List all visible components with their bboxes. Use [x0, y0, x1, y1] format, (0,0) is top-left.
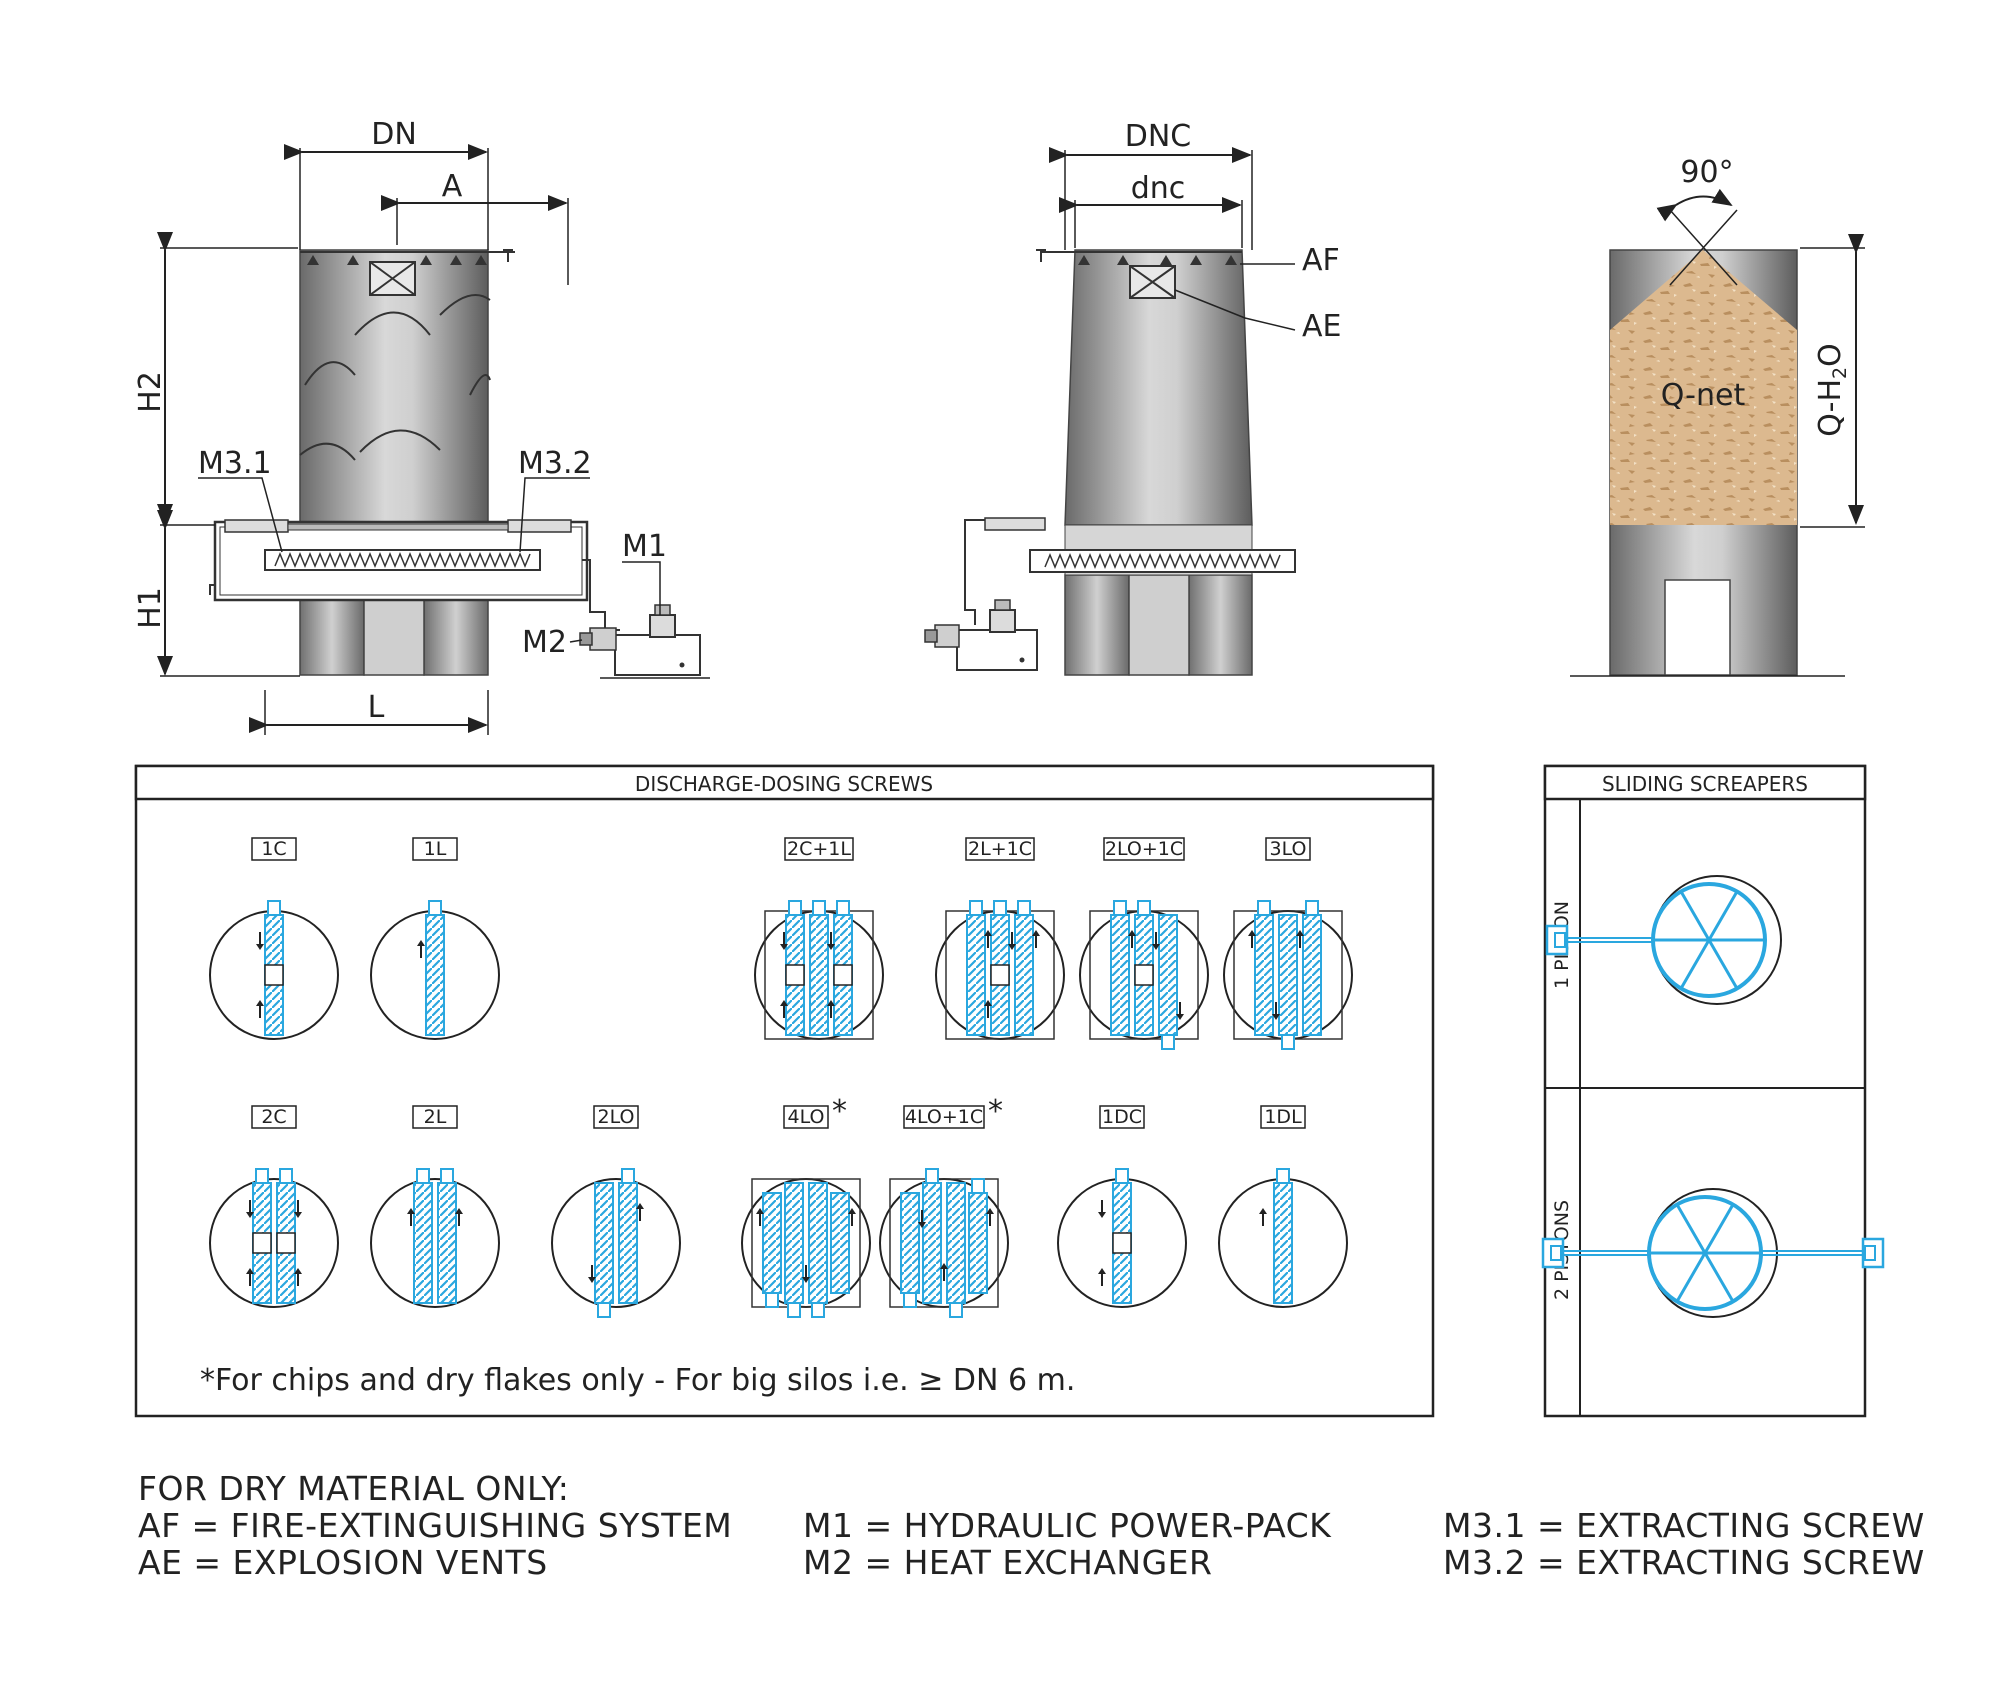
config-1dc: 1DC [1057, 1105, 1187, 1308]
dim-h2-label: H2 [133, 371, 168, 413]
config-2c: 2C [209, 1105, 339, 1308]
legend-col3-line1: M3.1 = EXTRACTING SCREW [1443, 1506, 1925, 1545]
config-1c: 1C [209, 837, 339, 1040]
dim-h1-label: H1 [133, 587, 168, 629]
config-1l: 1L [370, 837, 500, 1040]
silo-elevation-conical: DNC dnc AF AE [924, 119, 1341, 676]
config-label: 1DC [1102, 1106, 1142, 1128]
legend-col2-line1: M1 = HYDRAULIC POWER-PACK [803, 1506, 1332, 1545]
config-label: 2L+1C [968, 838, 1032, 860]
legend-col1-line1: AF = FIRE-EXTINGUISHING SYSTEM [138, 1506, 733, 1545]
dim-l-label: L [368, 690, 385, 725]
dim-dn-label: DN [371, 117, 417, 152]
hydraulic-power-pack [614, 604, 701, 676]
config-label: 3LO [1270, 838, 1307, 860]
dim-a-label: A [442, 169, 463, 204]
silo-section-material: 90° Q-net Q-H2O [1570, 155, 1865, 677]
config-label: 4LO [788, 1106, 825, 1128]
dim-dnc-label: DNC [1125, 119, 1192, 154]
extracting-screw [264, 549, 541, 571]
explosion-vent-box [369, 261, 416, 296]
config-label: 1C [261, 838, 286, 860]
legend-col3-line2: M3.2 = EXTRACTING SCREW [1443, 1543, 1925, 1582]
config-2c-1l: 2C+1L [754, 837, 884, 1040]
legend-col1-line2: AE = EXPLOSION VENTS [138, 1543, 548, 1582]
angle-label: 90° [1680, 155, 1733, 190]
config-label: 1DL [1264, 1106, 1302, 1128]
asterisk-mark: * [832, 1094, 847, 1129]
scraper-two-pistons [1541, 1188, 1885, 1318]
scrapers-panel-title: SLIDING SCREAPERS [1602, 772, 1808, 796]
config-2l: 2L [370, 1105, 500, 1308]
config-2lo: 2LO [551, 1105, 681, 1318]
height-label: Q-H2O [1813, 343, 1851, 437]
config-label: 1L [424, 838, 447, 860]
config-4lo-1c: 4LO+1C* [879, 1094, 1009, 1318]
config-4lo: 4LO * [741, 1094, 871, 1318]
dim-dnc-small-label: dnc [1131, 171, 1186, 206]
config-1dl: 1DL [1218, 1105, 1348, 1308]
screws-panel-title: DISCHARGE-DOSING SCREWS [635, 772, 933, 796]
silo-elevation-main: DN A H2 H1 L M3.1 M3.2 M1 M2 [133, 117, 710, 735]
screws-footnote: *For chips and dry flakes only - For big… [200, 1363, 1075, 1398]
part-m31-label: M3.1 [198, 446, 272, 481]
config-label: 4LO+1C [905, 1106, 983, 1128]
config-label: 2C+1L [787, 838, 851, 860]
part-m32-label: M3.2 [518, 446, 592, 481]
config-label: 2L [424, 1106, 447, 1128]
part-m2-label: M2 [522, 625, 567, 660]
config-2lo-1c: 2LO+1C [1079, 837, 1209, 1050]
heat-exchanger [579, 627, 617, 651]
config-label: 2C [261, 1106, 286, 1128]
scraper-one-piston [1545, 875, 1782, 1005]
config-2l-1c: 2L+1C [935, 837, 1065, 1040]
config-label: 2LO [598, 1106, 635, 1128]
discharge-screws-panel: DISCHARGE-DOSING SCREWS 1C 1L 2C+1L 2L+1C 2L… [134, 764, 1435, 1418]
part-m1-label: M1 [622, 529, 667, 564]
asterisk-mark: * [988, 1094, 1003, 1129]
config-3lo: 3LO [1223, 837, 1353, 1050]
material-label: Q-net [1661, 378, 1746, 413]
config-label: 2LO+1C [1105, 838, 1183, 860]
part-ae-label: AE [1302, 309, 1341, 344]
sliding-scrapers-panel: SLIDING SCREAPERS 1 PISTON 2 PISTONS [1541, 764, 1885, 1418]
legend-col2-line2: M2 = HEAT EXCHANGER [803, 1543, 1213, 1582]
part-af-label: AF [1302, 243, 1340, 278]
legend-heading: FOR DRY MATERIAL ONLY: [138, 1469, 570, 1508]
